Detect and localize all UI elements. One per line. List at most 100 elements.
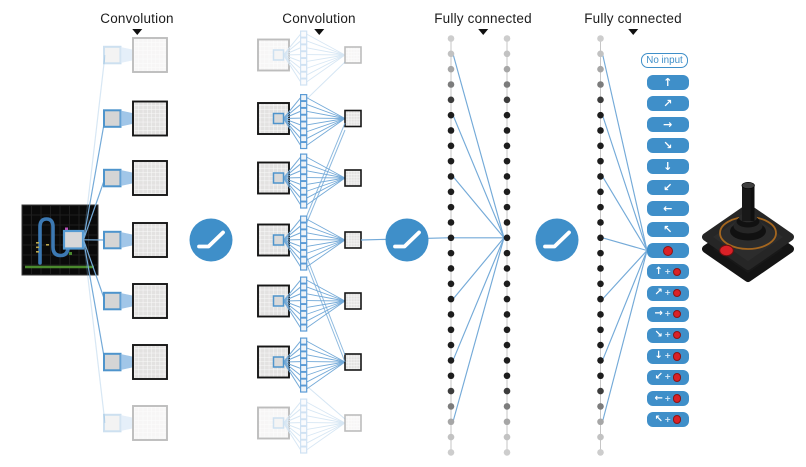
neuron-dot (447, 387, 455, 395)
neuron-dot (447, 111, 455, 119)
neuron-dot (447, 341, 455, 349)
patch-connection-line (82, 239, 106, 302)
neuron-dot (503, 127, 511, 134)
filter-square (300, 290, 308, 298)
plus-sign: + (664, 309, 672, 319)
neuron-dot (597, 219, 604, 226)
action-button-down-left[interactable]: ↙ (647, 180, 689, 195)
action-button-down-right-fire[interactable]: ↘+ (647, 327, 689, 343)
fc2-connection-line (601, 250, 648, 422)
layer-label-text: Fully connected (434, 11, 532, 26)
neuron-dot (447, 65, 455, 73)
action-button-up[interactable]: ↑ (647, 74, 689, 90)
filter-square (300, 114, 308, 122)
neuron-dot (503, 280, 511, 288)
conv1-patch (103, 109, 122, 128)
filter-square (300, 235, 308, 244)
action-button-up-right[interactable]: ↗ (647, 95, 689, 111)
conv2-patch (272, 295, 285, 307)
conv1-patch (103, 45, 122, 65)
conv2-patch (272, 356, 285, 368)
fire-dot-icon (672, 267, 682, 277)
action-button-no-input[interactable]: No input (641, 53, 688, 68)
neuron-dot (447, 311, 455, 318)
up-left-arrow-icon: ↖ (663, 223, 673, 237)
action-button-up-left[interactable]: ↖ (647, 222, 689, 238)
action-button-left-fire[interactable]: ←+ (647, 391, 689, 406)
plus-sign: + (664, 266, 672, 276)
neuron-dot (503, 203, 511, 211)
neuron-dot (503, 387, 511, 395)
neuron-dot (597, 280, 604, 288)
filter-square (300, 425, 308, 434)
fc2-connection-line (602, 250, 648, 300)
fire-dot-icon (672, 373, 682, 382)
up-arrow-icon: ↑ (663, 75, 673, 89)
neuron-dot (503, 449, 511, 456)
conv2-patch (272, 49, 285, 61)
feature-map-conv1 (132, 405, 168, 441)
plus-sign: + (664, 288, 672, 297)
action-button-right[interactable]: → (647, 116, 689, 132)
conv-row (103, 153, 362, 209)
neuron-dot (597, 418, 604, 426)
neuron-dot (447, 403, 455, 410)
feature-map-conv2-out (344, 414, 362, 432)
conv1-patch (103, 413, 122, 433)
filter-square (300, 357, 308, 366)
neuron-dot (447, 157, 455, 165)
conv2-patch (272, 234, 285, 246)
neuron-dot (597, 157, 604, 165)
right-arrow-icon: → (663, 117, 673, 131)
neuron-dot (447, 142, 455, 150)
neuron-dot (597, 295, 604, 303)
neuron-dot (447, 295, 455, 303)
filter-square (300, 385, 308, 393)
action-button-up-right-fire[interactable]: ↗+ (647, 285, 689, 301)
fc2-connection-line (601, 114, 648, 251)
patch-connection-line (82, 118, 106, 240)
action-button-up-fire[interactable]: ↑+ (647, 264, 689, 280)
action-button-down-left-fire[interactable]: ↙+ (647, 369, 689, 385)
neuron-dot (597, 326, 604, 334)
patch-connection-line (82, 239, 106, 424)
action-button-fire[interactable] (647, 243, 689, 259)
neuron-dot (447, 219, 455, 226)
action-button-up-left-fire[interactable]: ↖+ (647, 412, 689, 428)
filter-square (300, 263, 308, 271)
action-button-down[interactable]: ↓ (647, 158, 689, 174)
filter-square (300, 160, 308, 168)
filter-square (300, 249, 308, 257)
relu-activation-icon (535, 218, 579, 262)
action-button-right-fire[interactable]: →+ (647, 306, 689, 322)
action-button-down-right[interactable]: ↘ (647, 137, 689, 153)
neuron-dot (597, 81, 604, 88)
neuron-dot (597, 234, 604, 242)
neuron-dot (597, 357, 604, 364)
neuron-dot (503, 111, 511, 119)
neuron-dot (447, 265, 455, 272)
filter-square (300, 242, 308, 251)
filter-square (300, 100, 308, 109)
action-button-down-fire[interactable]: ↓+ (647, 348, 689, 364)
up-left-arrow-icon: ↖ (654, 413, 663, 425)
fc1-connection-line (452, 237, 505, 422)
filter-square (300, 398, 308, 406)
action-button-left[interactable]: ← (647, 201, 689, 217)
neuron-dot (597, 341, 604, 349)
up-right-arrow-icon: ↗ (654, 287, 663, 298)
filter-square (300, 30, 308, 38)
filter-square (300, 173, 308, 182)
plus-sign: + (664, 393, 672, 403)
neuron-dot (597, 449, 604, 456)
fully-connected-column-1 (447, 35, 455, 456)
neuron-dot (503, 65, 511, 73)
conv1-patch (103, 168, 122, 188)
feature-map-conv1 (132, 344, 168, 380)
filter-square (300, 167, 308, 175)
down-arrow-icon: ↓ (663, 159, 673, 173)
fire-dot-icon (672, 309, 682, 319)
down-arrow-icon (628, 29, 638, 35)
